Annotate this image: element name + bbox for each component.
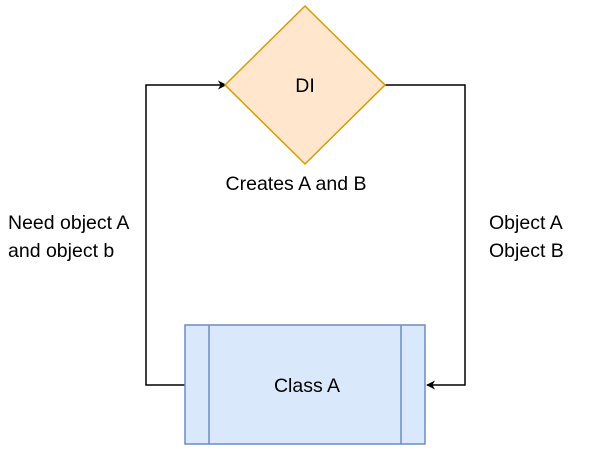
connector-class-to-di [145,80,227,386]
left-edge-label-line1: Need object A [8,212,129,234]
di-caption: Creates A and B [226,173,367,195]
di-decision-node[interactable] [223,4,387,166]
class-a-process-node[interactable]: Class A [184,324,426,445]
class-a-box [184,324,426,445]
left-edge-label-line2: and object b [8,240,114,262]
connector-di-to-class [385,84,466,390]
class-a-label: Class A [274,375,340,397]
di-node-label: DI [295,75,315,97]
right-edge-label-line2: Object B [489,240,564,262]
right-edge-label-line1: Object A [489,212,563,234]
